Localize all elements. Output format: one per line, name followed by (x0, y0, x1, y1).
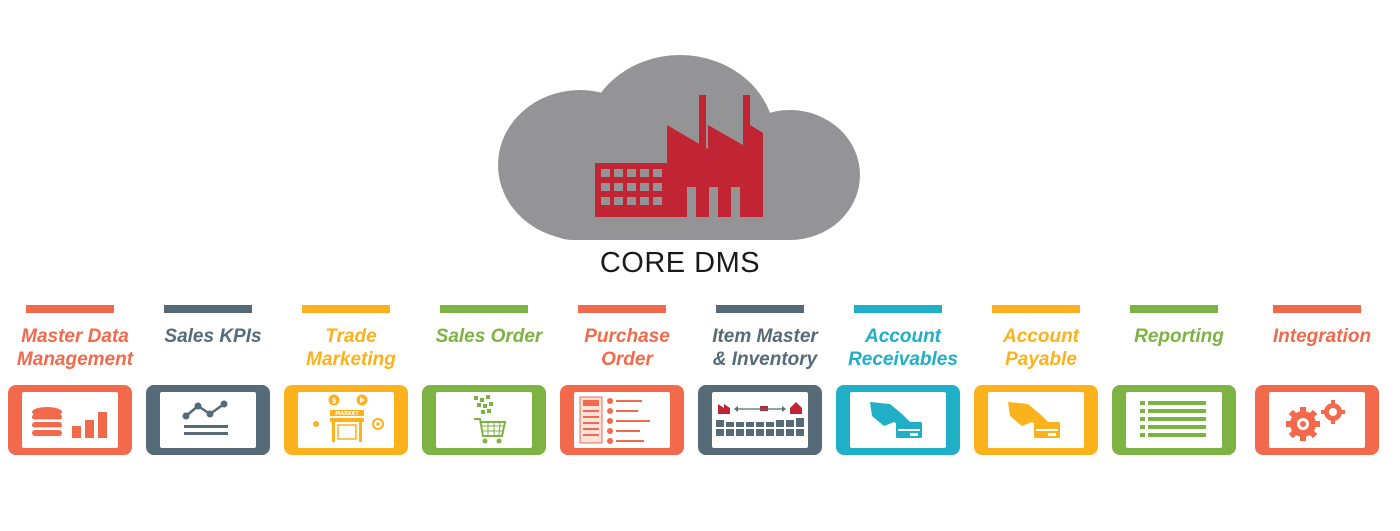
core-dms-title: CORE DMS (599, 247, 761, 279)
module-top-bar (1130, 305, 1218, 313)
tablet-frame (974, 385, 1098, 455)
database-chart-icon (22, 392, 118, 448)
module-top-bar (578, 305, 666, 313)
market-sign-text: MARKET (335, 411, 359, 417)
tablet-frame (1255, 385, 1379, 455)
module-top-bar (26, 305, 114, 313)
tablet-frame (836, 385, 960, 455)
module-top-bar (302, 305, 390, 313)
module-top-bar (1273, 305, 1361, 313)
tablet-frame (698, 385, 822, 455)
report-lines-icon (1126, 392, 1222, 448)
module-label: Sales KPIs (164, 326, 262, 347)
line-graph-icon (160, 392, 256, 448)
order-checklist-icon (574, 392, 670, 448)
module-top-bar (854, 305, 942, 313)
gears-icon (1269, 392, 1365, 448)
module-label: Integration (1272, 326, 1372, 347)
module-label: Sales Order (435, 326, 543, 347)
module-top-bar (716, 305, 804, 313)
module-top-bar (164, 305, 252, 313)
tablet-frame (560, 385, 684, 455)
tablet-frame (8, 385, 132, 455)
module-top-bar (992, 305, 1080, 313)
tablet-frame (1112, 385, 1236, 455)
tablet-frame: $ MARKET (284, 385, 408, 455)
cloud-icon (495, 45, 865, 245)
warehouse-inventory-icon (712, 392, 808, 448)
module-label: Reporting (1134, 326, 1224, 347)
shopping-cart-icon (436, 392, 532, 448)
svg-text:$: $ (332, 397, 337, 405)
market-store-icon: $ MARKET (298, 392, 394, 448)
module-label: Item Master& Inventory (712, 326, 818, 370)
module-top-bar (440, 305, 528, 313)
tablet-frame (422, 385, 546, 455)
card-payment-icon (988, 392, 1084, 448)
tablet-frame (146, 385, 270, 455)
card-payment-icon (850, 392, 946, 448)
